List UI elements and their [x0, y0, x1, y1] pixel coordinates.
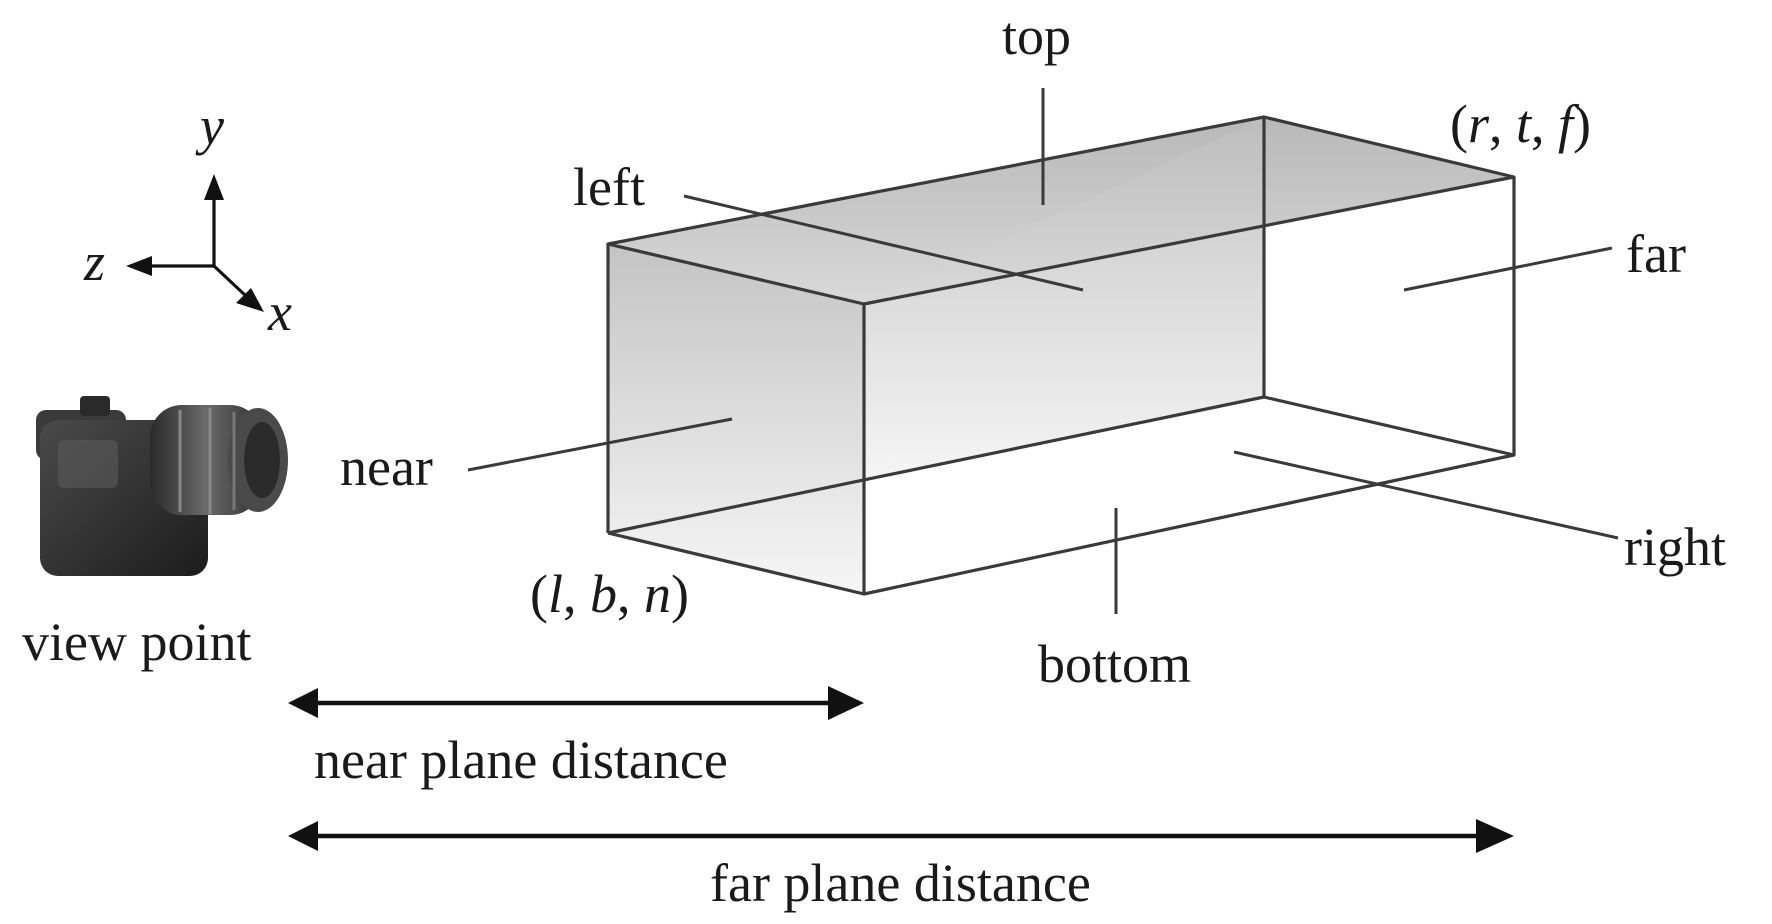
coordinate-axes: y z x [83, 96, 292, 342]
axis-x-arrowhead [236, 288, 264, 312]
label-right: right [1624, 517, 1726, 577]
axis-z-arrowhead [126, 256, 152, 276]
axis-y-arrowhead [204, 174, 224, 200]
label-far: far [1626, 224, 1686, 284]
leader-lines [467, 88, 1619, 614]
axis-label-z: z [83, 232, 105, 292]
camera-icon [36, 396, 288, 576]
face-near-fill [608, 244, 864, 594]
label-far-plane-distance: far plane distance [710, 853, 1091, 913]
leader-right [1233, 450, 1619, 540]
frustum-box [606, 115, 1516, 596]
axis-x-line [212, 264, 248, 298]
label-left: left [573, 157, 645, 217]
far-distance-arrow [288, 819, 1514, 853]
label-near-corner: (l, b, n) [530, 564, 689, 624]
label-near-plane-distance: near plane distance [314, 730, 728, 790]
label-near: near [340, 437, 433, 497]
near-distance-arrow [288, 686, 864, 720]
label-far-corner: (r, t, f) [1450, 94, 1591, 154]
leader-far [1403, 246, 1613, 292]
leader-near [467, 417, 733, 472]
face-top-fill [608, 117, 1514, 304]
face-left-fill [864, 117, 1264, 481]
label-view-point: view point [22, 612, 251, 672]
axis-label-x: x [267, 282, 292, 342]
axis-label-y: y [195, 96, 224, 156]
label-bottom: bottom [1038, 634, 1191, 694]
label-top: top [1002, 6, 1071, 66]
leader-left [683, 194, 1084, 292]
